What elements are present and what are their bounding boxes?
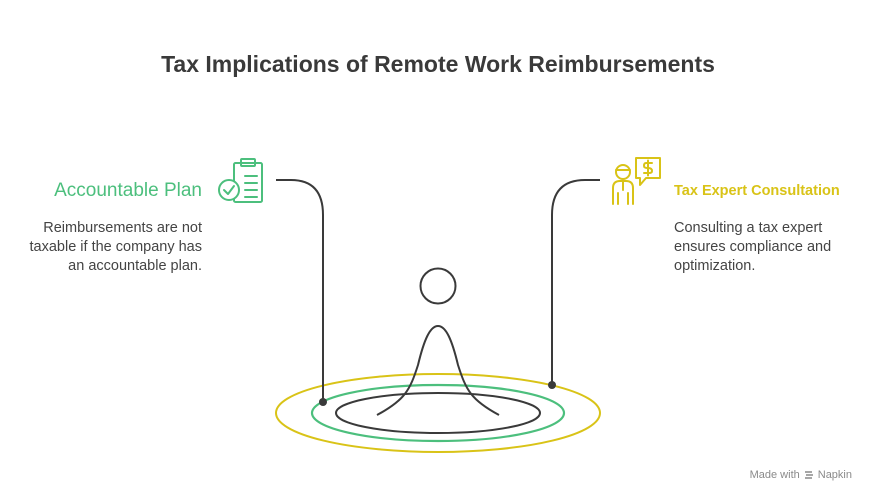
middle-ring — [310, 383, 566, 443]
right-connector-line — [551, 179, 600, 385]
tax-expert-heading: Tax Expert Consultation — [674, 183, 840, 199]
figure-body — [376, 324, 500, 416]
consultant-dollar-icon — [612, 157, 661, 205]
clipboard-check-icon — [218, 158, 263, 203]
left-connector-dot — [319, 398, 327, 406]
right-connector-dot — [548, 381, 556, 389]
outer-ring — [275, 373, 601, 453]
accountable-plan-heading: Accountable Plan — [54, 180, 202, 201]
accountable-plan-description: Reimbursements are not taxable if the co… — [29, 220, 203, 274]
napkin-brand-label: Napkin — [817, 469, 852, 481]
napkin-watermark: Made with Napkin — [750, 469, 852, 481]
figure-head — [419, 267, 457, 305]
made-with-label: Made with — [749, 469, 800, 481]
page-title: Tax Implications of Remote Work Reimburs… — [161, 51, 715, 77]
napkin-logo-icon — [804, 471, 813, 479]
left-connector-line — [276, 179, 324, 402]
tax-expert-description: Consulting a tax expert ensures complian… — [674, 220, 832, 274]
inner-ring — [335, 392, 541, 434]
